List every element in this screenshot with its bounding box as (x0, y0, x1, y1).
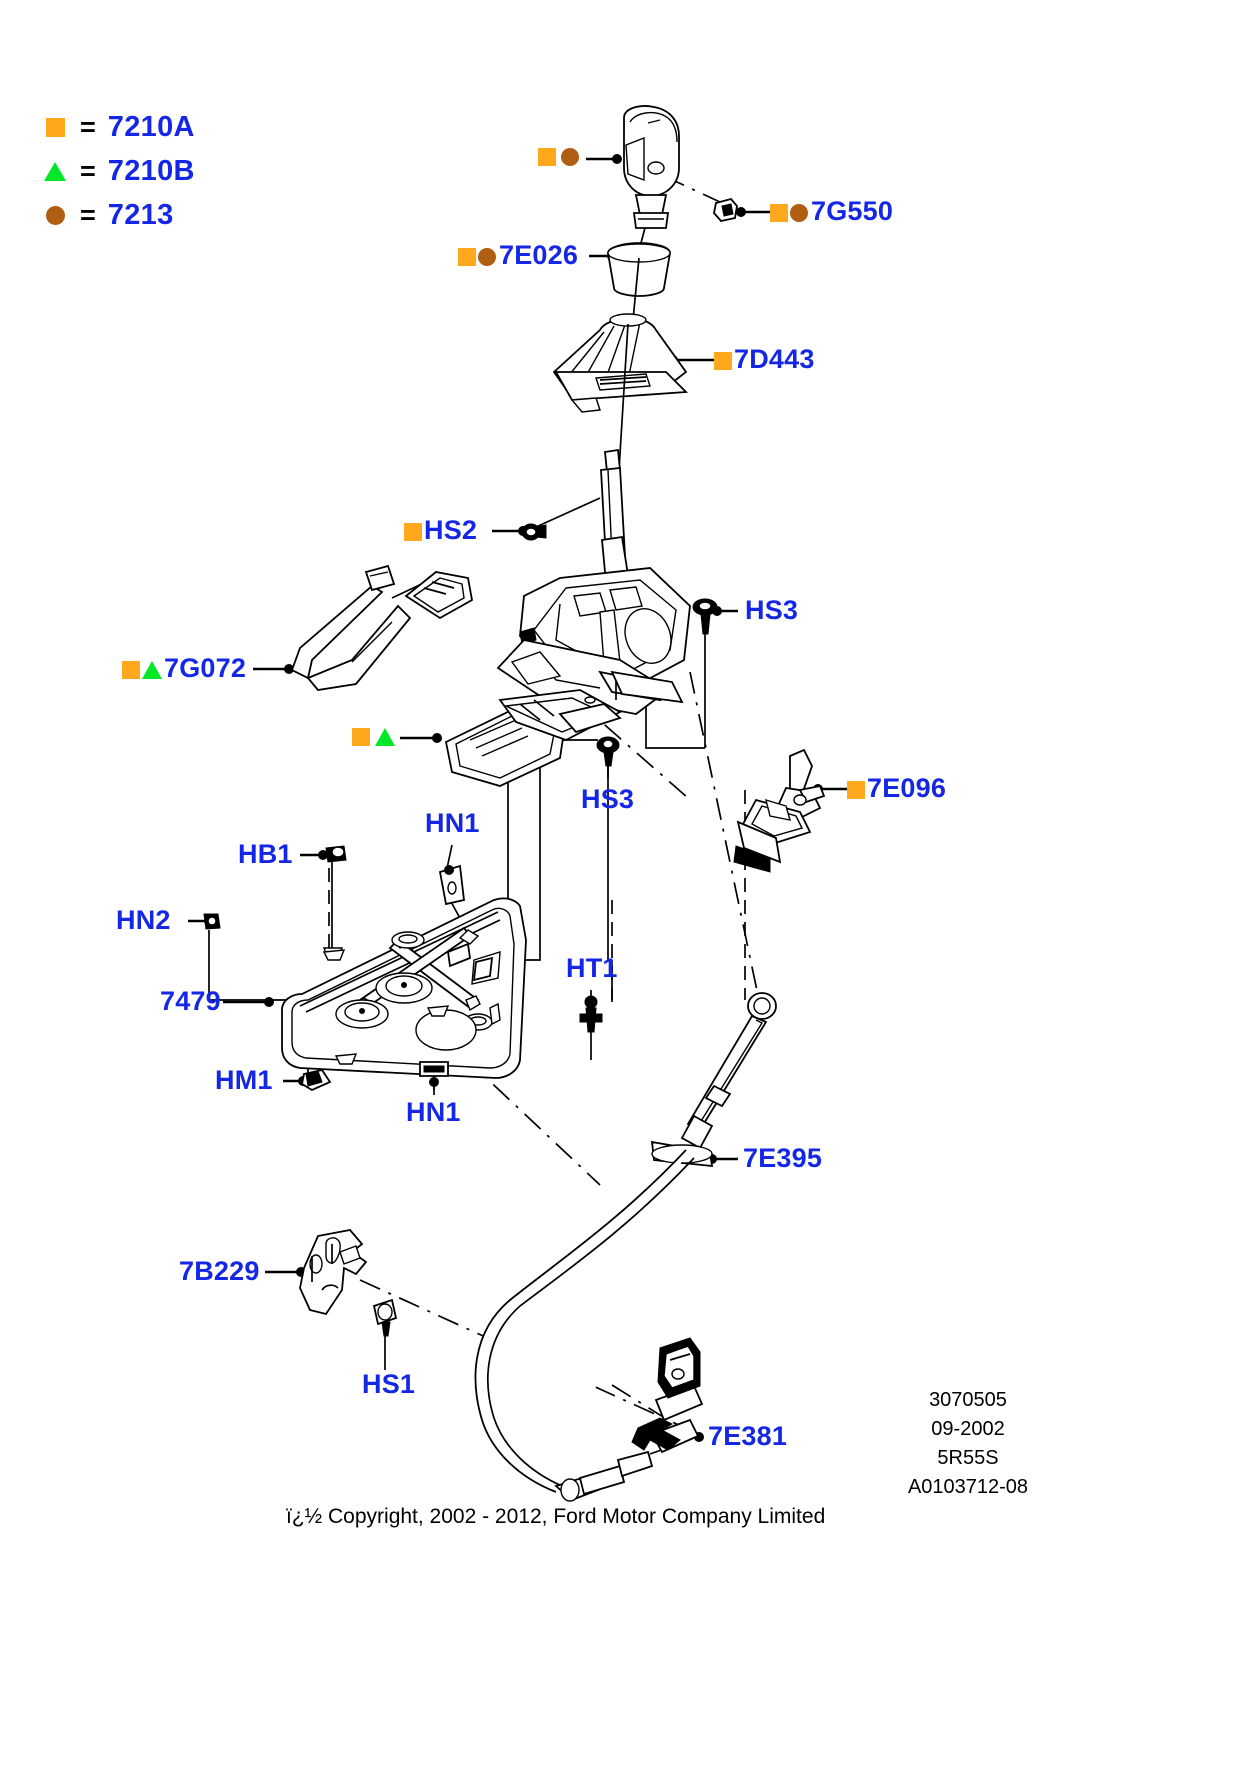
callout-label-HB1: HB1 (238, 839, 293, 869)
callout-gearshift-knob[interactable] (538, 148, 582, 166)
diagram-code-1: 3070505 (929, 1389, 1007, 1411)
part-HS3-upper-bolt (692, 598, 718, 635)
brown-circle-icon (790, 203, 808, 222)
part-HN1-lower-clip (419, 1061, 449, 1090)
part-gearshift-knob (623, 105, 680, 255)
part-7G072-harness (290, 564, 474, 691)
callout-label-7479: 7479 (160, 986, 221, 1016)
part-7E381-clip (631, 1417, 681, 1451)
brown-circle-icon (561, 148, 579, 166)
callout-label-HS3-upper: HS3 (745, 595, 799, 625)
part-7479-plate (281, 897, 527, 1079)
diagram-code-3: 5R55S (937, 1447, 999, 1469)
diagram-code-4: A0103712-08 (907, 1476, 1029, 1498)
callout-7G550[interactable]: 7G550 (770, 198, 893, 225)
orange-square-icon (847, 780, 865, 799)
callout-label-HN2: HN2 (116, 905, 171, 935)
callout-label-7G550: 7G550 (811, 196, 894, 226)
legend-equals: = (80, 155, 96, 186)
orange-square-icon (122, 660, 140, 679)
green-triangle-icon (142, 660, 162, 679)
diagram-code-2: 09-2002 (931, 1418, 1005, 1440)
callout-HN1-upper[interactable]: HN1 (425, 810, 480, 837)
callout-7G072[interactable]: 7G072 (122, 655, 246, 682)
legend-label-7210A: 7210A (107, 110, 195, 143)
callout-7E096[interactable]: 7E096 (847, 775, 946, 802)
orange-square-icon (40, 117, 70, 137)
legend-equals: = (80, 199, 96, 230)
callout-label-HS1: HS1 (362, 1369, 416, 1399)
legend-label-7210B: 7210B (107, 154, 195, 187)
part-7E096-lever (733, 748, 826, 873)
legend-item-7210B: = 7210B (40, 149, 195, 193)
callout-HT1[interactable]: HT1 (566, 955, 618, 982)
part-HN2-nut (203, 913, 221, 930)
part-HT1-screw (579, 995, 603, 1033)
callout-label-HS2: HS2 (424, 515, 478, 545)
brown-circle-icon (478, 247, 496, 266)
legend-item-7213: = 7213 (40, 193, 195, 237)
part-lower-shield (444, 689, 622, 787)
orange-square-icon (404, 522, 422, 541)
callout-HS3-upper[interactable]: HS3 (745, 597, 798, 624)
legend-item-7210A: = 7210A (40, 105, 195, 149)
part-7G550-clip (713, 197, 738, 222)
callout-label-HM1: HM1 (215, 1065, 273, 1095)
copyright-notice: ï¿½ Copyright, 2002 - 2012, Ford Motor C… (286, 1505, 826, 1528)
green-triangle-icon (40, 161, 70, 181)
orange-square-icon (714, 351, 732, 370)
legend: = 7210A = 7210B = 7213 (40, 105, 195, 237)
part-HM1-clip (300, 1068, 332, 1092)
callout-label-7B229: 7B229 (179, 1256, 260, 1286)
orange-square-icon (458, 247, 476, 266)
diagram-code-block: 3070505 09-2002 5R55S A0103712-08 (878, 1386, 1058, 1502)
part-shifter-housing (496, 567, 691, 715)
callout-label-7E096: 7E096 (867, 773, 947, 803)
callout-label-HN1-upper: HN1 (425, 808, 480, 838)
green-triangle-icon (375, 728, 395, 746)
callout-7E395[interactable]: 7E395 (743, 1145, 822, 1172)
callout-lower-shield[interactable] (352, 728, 397, 746)
callout-7D443[interactable]: 7D443 (714, 346, 815, 373)
assembly-axis-lines (359, 175, 761, 1431)
part-HN1-upper-clip (438, 864, 465, 906)
part-HB1-bolt (322, 845, 347, 959)
callout-7E026[interactable]: 7E026 (458, 242, 578, 269)
part-HS1-screw (372, 1298, 398, 1337)
part-7B229-bracket (299, 1229, 368, 1316)
brown-circle-icon (40, 205, 70, 225)
orange-square-icon (538, 148, 556, 166)
callout-HB1[interactable]: HB1 (238, 841, 293, 868)
callout-label-HS3-lower: HS3 (581, 784, 635, 814)
legend-equals: = (80, 111, 96, 142)
callout-7E381[interactable]: 7E381 (708, 1423, 787, 1450)
callout-label-HT1: HT1 (566, 953, 618, 983)
callout-label-7G072: 7G072 (164, 653, 247, 683)
callout-HS2[interactable]: HS2 (404, 517, 477, 544)
callout-7B229[interactable]: 7B229 (179, 1258, 260, 1285)
legend-label-7213: 7213 (107, 198, 174, 231)
callout-HS3-lower[interactable]: HS3 (581, 786, 634, 813)
callout-HN2[interactable]: HN2 (116, 907, 171, 934)
callout-label-7E026: 7E026 (499, 240, 579, 270)
callout-label-HN1-lower: HN1 (406, 1097, 461, 1127)
orange-square-icon (770, 203, 788, 222)
callout-HN1-lower[interactable]: HN1 (406, 1099, 461, 1126)
part-shift-rod (600, 448, 634, 606)
part-7D443-bezel (552, 313, 689, 471)
callout-HS1[interactable]: HS1 (362, 1371, 415, 1398)
callout-label-7D443: 7D443 (734, 344, 815, 374)
callout-7479[interactable]: 7479 (160, 988, 221, 1015)
part-7E026-boot (607, 242, 671, 321)
callout-label-7E381: 7E381 (708, 1421, 788, 1451)
callout-label-7E395: 7E395 (743, 1143, 823, 1173)
callout-HM1[interactable]: HM1 (215, 1067, 273, 1094)
orange-square-icon (352, 728, 370, 746)
part-HS3-lower-bolt (596, 736, 620, 767)
part-HS2-screw (521, 523, 547, 541)
